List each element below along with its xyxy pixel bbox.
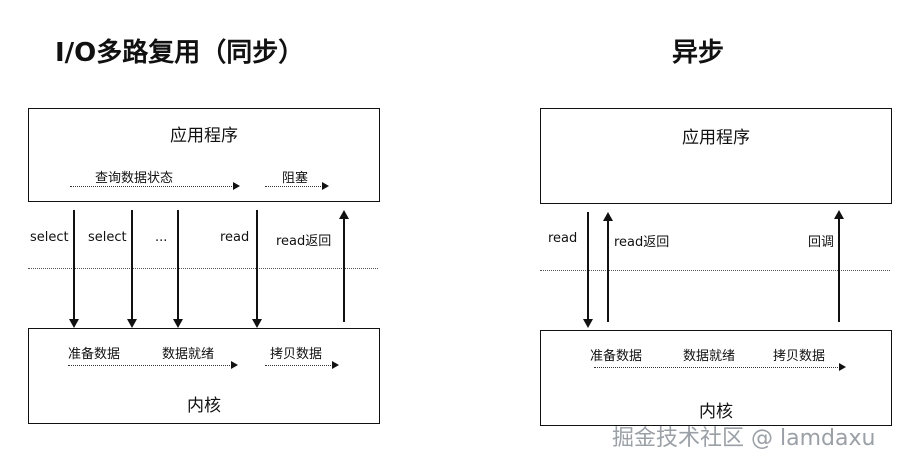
right-diagram-title: 异步 — [672, 38, 725, 68]
right-app-box: 应用程序 — [540, 108, 892, 204]
left-read-arrow — [252, 210, 262, 328]
right-read-arrow — [583, 212, 593, 328]
right-copy-label: 拷贝数据 — [773, 349, 826, 364]
left-ellipsis-label: ... — [155, 230, 168, 245]
watermark: 掘金技术社区 @ lamdaxu — [612, 426, 876, 451]
left-copy-arrow — [265, 361, 339, 369]
left-ellipsis-arrow — [173, 210, 183, 328]
right-flow-arrow — [594, 363, 846, 371]
left-kernel-box: 内核 — [28, 328, 380, 424]
left-read-return-label: read返回 — [276, 234, 332, 249]
left-read-label: read — [220, 230, 250, 245]
left-prepare-label: 准备数据 — [68, 347, 121, 362]
right-read-return-arrow — [603, 212, 613, 322]
left-select2-label: select — [88, 230, 127, 245]
left-block-label: 阻塞 — [282, 171, 309, 186]
left-ready-label: 数据就绪 — [162, 347, 215, 362]
right-read-return-label: read返回 — [614, 235, 670, 250]
left-kernel-box-title: 内核 — [187, 396, 221, 416]
left-block-arrow — [265, 182, 329, 190]
right-kernel-box-title: 内核 — [699, 402, 733, 422]
right-ready-label: 数据就绪 — [683, 349, 736, 364]
left-select2-arrow — [127, 210, 137, 328]
left-divider-dotted-line — [28, 268, 378, 269]
right-callback-arrow — [834, 210, 844, 322]
left-diagram-title: I/O多路复用（同步） — [55, 38, 305, 68]
left-read-return-arrow — [339, 210, 349, 322]
right-divider-dotted-line — [540, 270, 890, 271]
left-query-label: 查询数据状态 — [95, 171, 174, 186]
right-prepare-label: 准备数据 — [590, 349, 643, 364]
left-query-arrow — [70, 182, 240, 190]
right-app-box-title: 应用程序 — [682, 128, 750, 148]
left-app-box-title: 应用程序 — [170, 126, 238, 146]
left-copy-label: 拷贝数据 — [270, 347, 323, 362]
right-read-label: read — [548, 231, 578, 246]
right-kernel-box: 内核 — [540, 330, 892, 426]
left-select1-arrow — [69, 210, 79, 328]
right-callback-label: 回调 — [808, 235, 835, 250]
left-select1-label: select — [30, 230, 69, 245]
left-prepare-arrow — [68, 361, 238, 369]
